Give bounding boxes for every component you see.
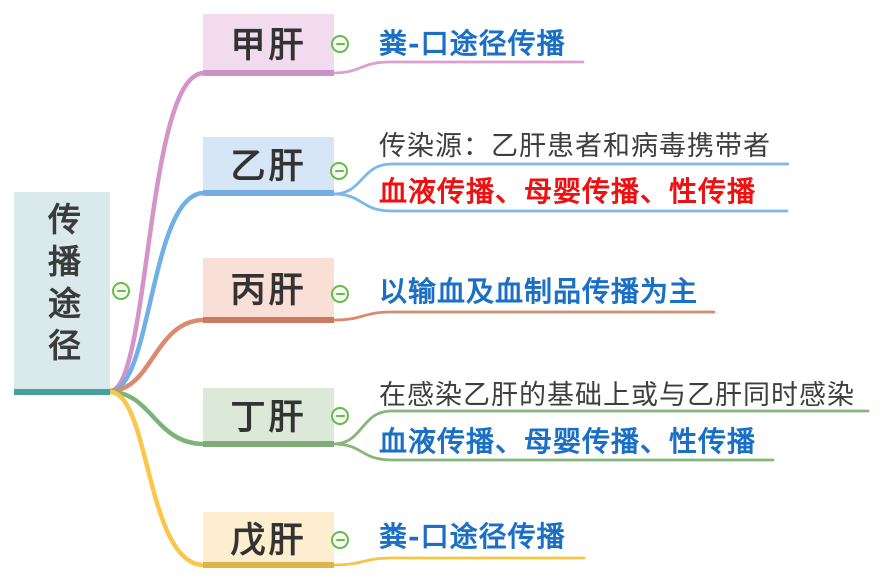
child-topic-hep-c-route[interactable]: 以输血及血制品传播为主 xyxy=(379,275,699,308)
hep-a-collapse-minus-icon[interactable] xyxy=(331,35,349,53)
connector-root-hep-a xyxy=(107,70,207,394)
branch-node-hep-a[interactable]: 甲肝 xyxy=(203,14,334,76)
branch-label-hep-e: 戊肝 xyxy=(230,519,307,561)
connector-hep-b-child-2 xyxy=(331,192,789,213)
connector-root-hep-d xyxy=(107,389,207,447)
branch-label-hep-a: 甲肝 xyxy=(230,24,307,66)
hep-b-collapse-minus-icon[interactable] xyxy=(330,162,348,180)
branch-label-hep-c: 丙肝 xyxy=(230,270,307,311)
root-label: 传播途径 xyxy=(42,202,82,370)
connector-root-hep-b xyxy=(107,190,207,394)
branch-node-hep-b[interactable]: 乙肝 xyxy=(203,137,334,196)
branch-node-hep-c[interactable]: 丙肝 xyxy=(203,258,334,323)
root-collapse-minus-icon[interactable] xyxy=(112,282,130,300)
branch-label-hep-b: 乙肝 xyxy=(230,146,307,187)
hep-e-collapse-minus-icon[interactable] xyxy=(331,531,349,549)
root-node-transmission-routes[interactable]: 传播途径 xyxy=(14,192,110,395)
connector-hep-d-child-1 xyxy=(331,409,870,446)
child-topic-hep-a-route[interactable]: 粪-口途径传播 xyxy=(379,27,566,60)
connector-hep-d-child-2 xyxy=(331,442,775,462)
child-topic-hep-d-routes[interactable]: 血液传播、母婴传播、性传播 xyxy=(379,425,757,458)
connector-hep-c-child xyxy=(332,310,716,322)
branch-node-hep-d[interactable]: 丁肝 xyxy=(203,388,334,447)
branch-node-hep-e[interactable]: 戊肝 xyxy=(203,512,334,568)
child-topic-hep-e-route[interactable]: 粪-口途径传播 xyxy=(379,520,566,553)
connector-root-hep-e xyxy=(107,389,207,568)
connector-hep-e-child xyxy=(331,556,586,567)
connector-hep-a-child xyxy=(331,60,585,75)
child-topic-hep-b-source[interactable]: 传染源：乙肝患者和病毒携带者 xyxy=(379,131,771,162)
child-topic-hep-b-routes[interactable]: 血液传播、母婴传播、性传播 xyxy=(379,175,757,208)
hep-c-collapse-minus-icon[interactable] xyxy=(331,285,349,303)
branch-label-hep-d: 丁肝 xyxy=(230,397,307,438)
child-topic-hep-d-basis[interactable]: 在感染乙肝的基础上或与乙肝同时感染 xyxy=(379,380,855,411)
connector-hep-b-child-1 xyxy=(331,162,790,196)
connector-root-hep-c xyxy=(107,317,207,394)
hep-d-collapse-minus-icon[interactable] xyxy=(331,407,349,425)
